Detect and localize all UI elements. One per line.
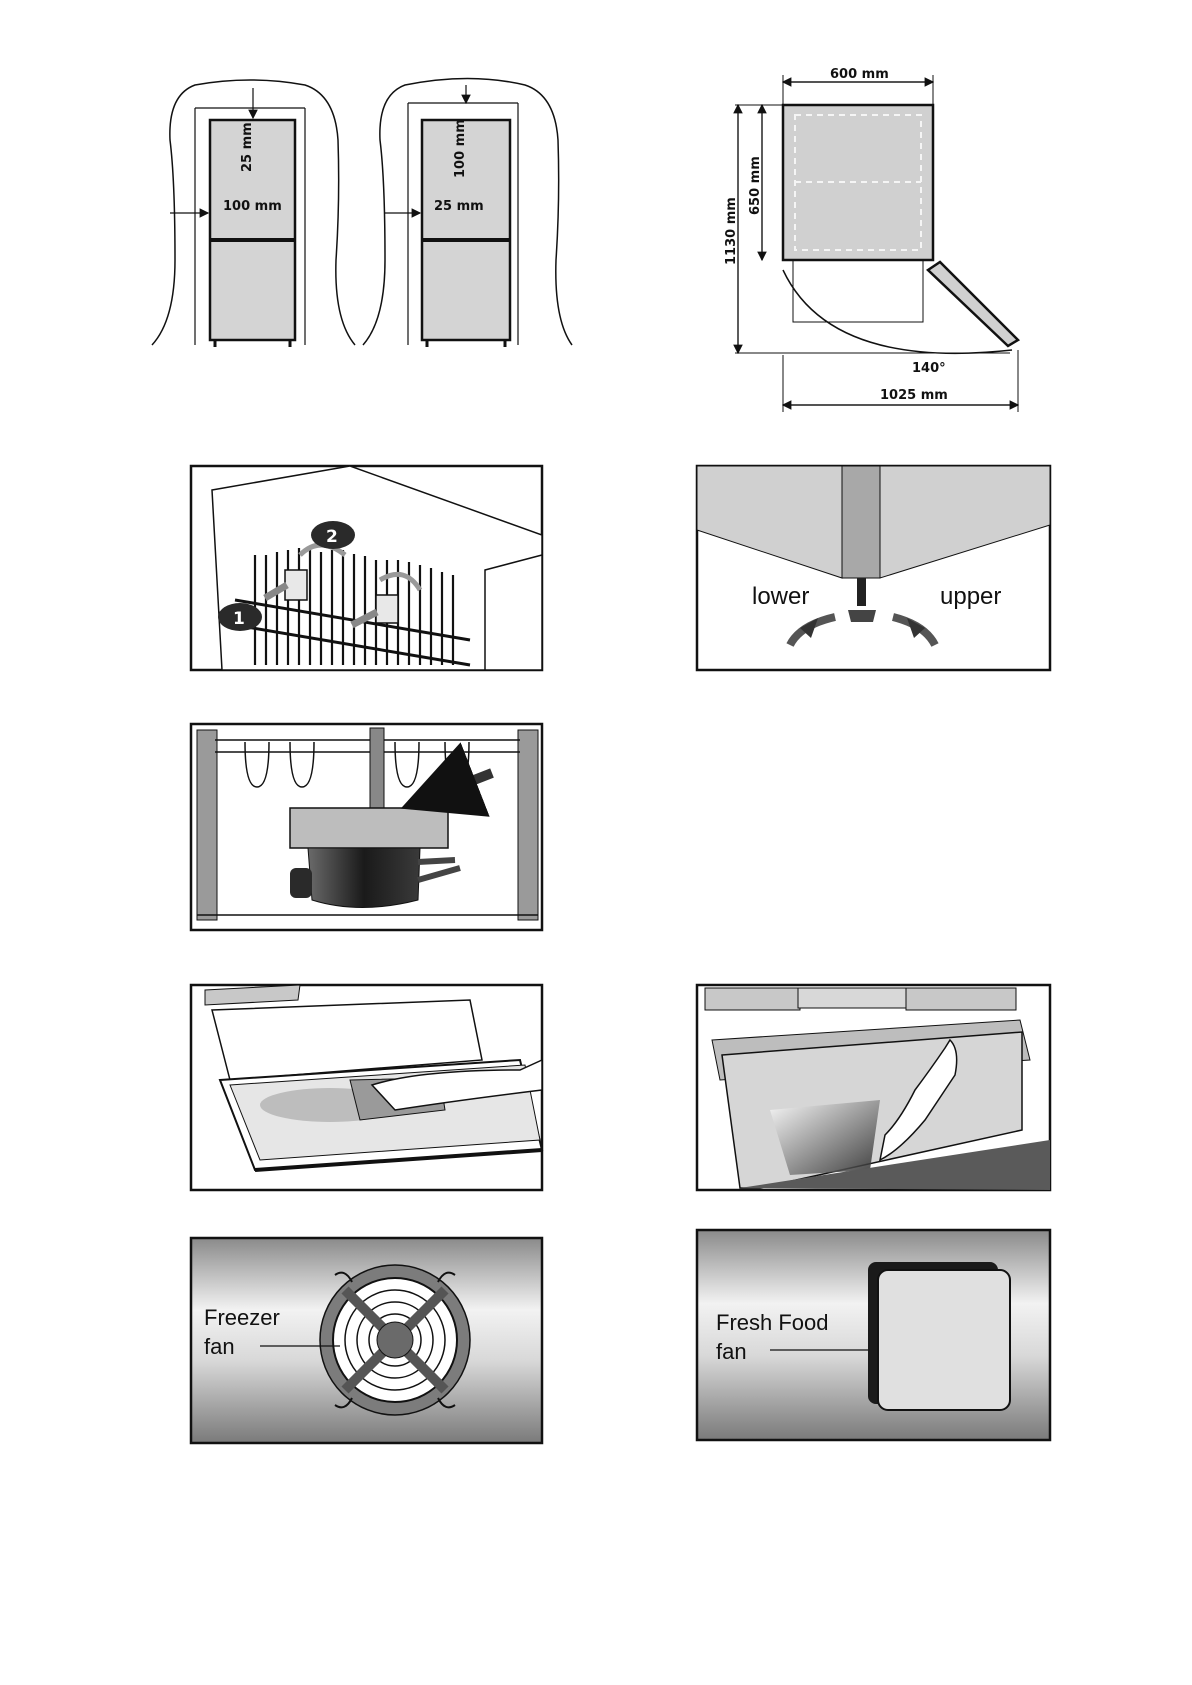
fresh-fan-figure: Fresh Food fan xyxy=(697,1230,1050,1440)
drip-tray xyxy=(290,808,448,848)
right-top-gap-label: 100 mm xyxy=(453,119,468,178)
compressor xyxy=(308,848,420,908)
door-angle-label: 140° xyxy=(912,361,946,376)
dimensions-figure: 600 mm 650 mm 1130 mm 140° 1025 mm xyxy=(724,67,1018,412)
width-label: 600 mm xyxy=(830,67,889,82)
fresh-fan-label-line1: Fresh Food xyxy=(716,1310,829,1335)
left-top-gap-label: 25 mm xyxy=(240,122,255,172)
spacer-2 xyxy=(376,595,398,623)
freezer-fan-label-line1: Freezer xyxy=(204,1305,280,1330)
left-side-gap-label: 100 mm xyxy=(223,199,282,214)
spacer-1 xyxy=(285,570,307,600)
lower-label: lower xyxy=(752,583,809,610)
alcove-left: 25 mm 100 mm xyxy=(152,80,355,347)
fresh-fan-cover xyxy=(878,1270,1010,1410)
freezer-fan-label-line2: fan xyxy=(204,1334,235,1359)
fresh-fan-label-line2: fan xyxy=(716,1339,747,1364)
drawer-figure xyxy=(697,985,1050,1190)
step-2-badge: 2 xyxy=(326,527,338,547)
compressor-figure xyxy=(191,724,542,930)
height-label: 1130 mm xyxy=(724,197,739,265)
alcove-right: 100 mm 25 mm xyxy=(363,79,572,348)
feet-figure: lower upper xyxy=(697,466,1050,670)
upper-label: upper xyxy=(940,583,1001,610)
clearance-figure: 25 mm 100 mm 100 mm 25 mm xyxy=(152,79,572,348)
open-depth-label: 1025 mm xyxy=(880,388,948,403)
spacers-figure: 1 2 xyxy=(191,466,542,670)
freezer-fan-figure: Freezer fan xyxy=(191,1238,542,1443)
step-1-badge: 1 xyxy=(233,609,245,629)
depth-label: 650 mm xyxy=(748,156,763,215)
right-side-gap-label: 25 mm xyxy=(434,199,484,214)
cleaning-figure xyxy=(191,985,542,1190)
open-door xyxy=(928,262,1018,346)
